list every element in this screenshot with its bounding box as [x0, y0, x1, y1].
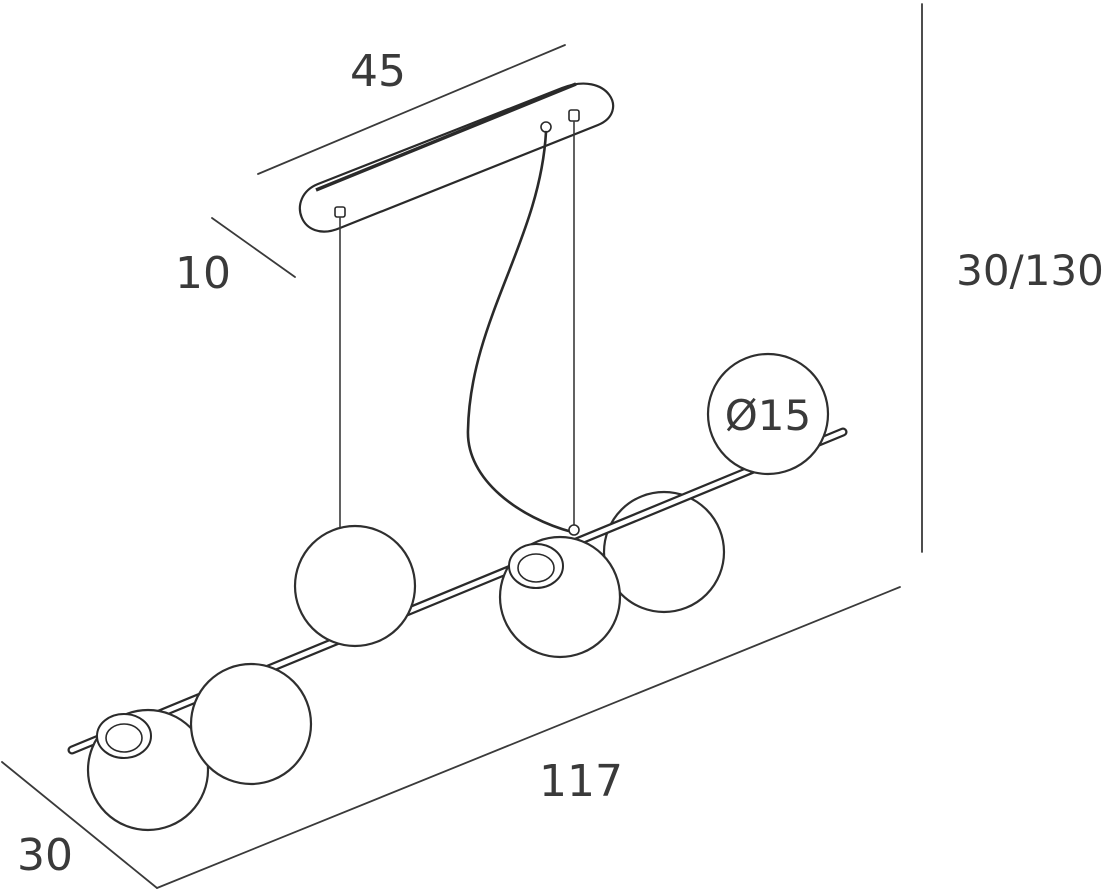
support-bar [67, 427, 848, 755]
globe-socket-inner [105, 723, 143, 753]
support-bar-fill [69, 429, 846, 753]
power-cord [466, 130, 574, 534]
canopy-screw-left [334, 206, 346, 218]
globe-under-right [498, 535, 622, 659]
label-length: 117 [539, 756, 623, 807]
label-canopy-depth: 10 [175, 248, 231, 299]
label-width: 45 [350, 46, 406, 97]
globe-under-left [86, 708, 210, 832]
dim-line-length [156, 586, 901, 889]
globe [293, 524, 417, 648]
dim-line-canopy-depth [211, 217, 296, 278]
globe-socket-inner [517, 553, 555, 583]
canopy-screw-right [568, 109, 580, 122]
canopy [298, 82, 615, 233]
canopy-cord-grommet [540, 121, 552, 133]
globe-front-left [189, 662, 313, 786]
label-sphere-diameter: Ø15 [725, 391, 812, 440]
canopy-edge [315, 82, 577, 192]
canopy-plate [298, 82, 615, 233]
bar-wire-joint [568, 524, 580, 536]
globe-front-center [293, 524, 417, 648]
globe [189, 662, 313, 786]
label-height: 30/130 [956, 246, 1104, 295]
diameter-callout-circle [706, 352, 830, 476]
dim-line-width [257, 44, 566, 175]
label-total-depth: 30 [17, 830, 73, 881]
dim-line-total-depth [1, 761, 158, 889]
